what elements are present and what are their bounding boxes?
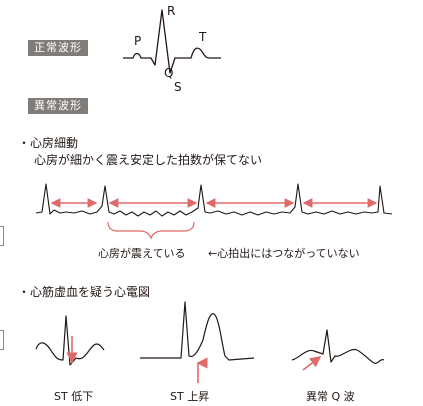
quiver-brace: [107, 221, 195, 240]
edge-fragment-bottom: [0, 330, 4, 350]
st-depression-trace: [35, 315, 105, 366]
normal-waveform-badge: 正常波形: [28, 40, 88, 56]
edge-fragment-top: [0, 226, 4, 246]
abnormal-q-label: 異常 Q 波: [306, 390, 355, 403]
abnormal-waveform-badge: 異常波形: [28, 98, 88, 114]
wave-label-r: R: [167, 4, 176, 18]
ischemia-heading: ・心筋虚血を疑う心電図: [18, 285, 151, 299]
normal-ecg-trace: [123, 9, 221, 74]
afib-caption-quiver: 心房が震えている: [98, 247, 186, 260]
afib-description: 心房が細かく震え安定した拍数が保てない: [34, 153, 263, 167]
st-elevation-trace: [140, 301, 255, 361]
wave-label-s: S: [174, 80, 182, 94]
afib-heading: ・心房細動: [18, 136, 79, 150]
abnormal-q-arrow: [302, 356, 322, 371]
st-elevation-label: ST 上昇: [170, 390, 210, 403]
wave-label-p: P: [134, 34, 142, 48]
abnormal-q-trace: [291, 329, 385, 364]
afib-caption-output: ←心拍出にはつながっていない: [208, 247, 360, 260]
st-depression-label: ST 低下: [54, 390, 94, 403]
wave-label-q: Q: [164, 66, 174, 80]
wave-label-t: T: [199, 30, 207, 44]
afib-ecg-trace: [35, 183, 393, 217]
